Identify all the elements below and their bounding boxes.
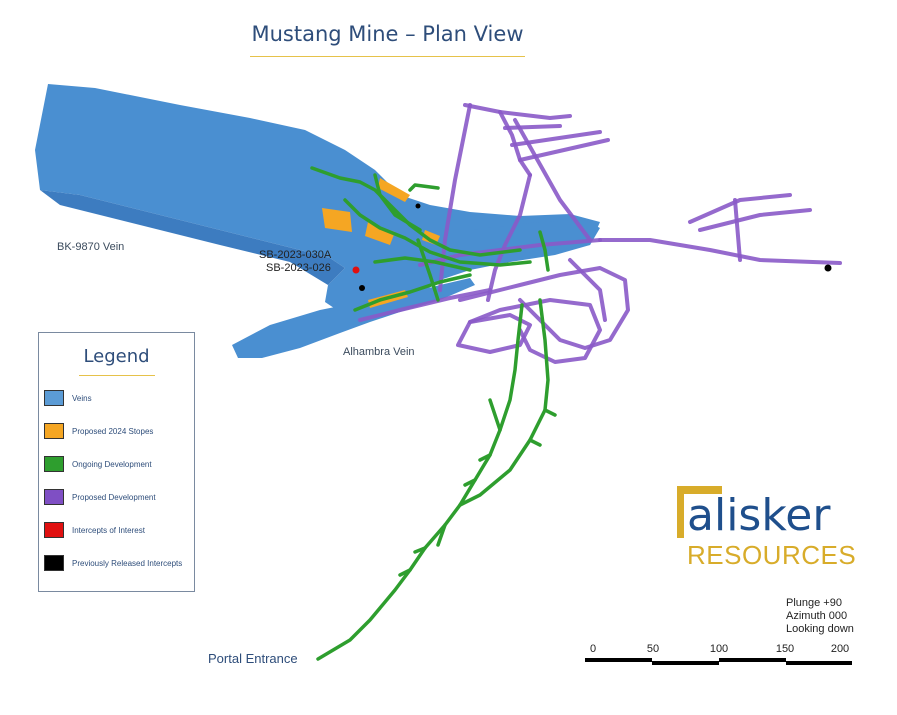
stope-2 [365,222,395,245]
alhambra-vein-label: Alhambra Vein [343,346,415,358]
talisker-logo: alisker RESOURCES [677,486,856,570]
proposed-link-lower [358,288,492,322]
released-intercept-marker-1 [359,285,365,291]
scale-tick-200: 200 [830,643,850,655]
legend-label-ongoing: Ongoing Development [72,459,152,469]
proposed-drift-east-branch2 [698,208,812,232]
alhambra-vein-shape [232,278,475,358]
scale-tick-150: 150 [775,643,795,655]
proposed-drift-east-branch3 [733,198,742,262]
legend-label-stopes: Proposed 2024 Stopes [72,426,154,436]
plunge-text: Plunge +90 [786,597,842,609]
legend-swatch-released [44,555,64,571]
legend-swatch-stopes [44,423,64,439]
mid-crosscut-2 [538,230,550,272]
scale-tick-0: 0 [589,643,597,655]
scale-tick-100: 100 [709,643,729,655]
logo-t-stem [677,486,684,538]
released-intercept-marker-2 [824,264,832,272]
legend-box: Legend Veins Proposed 2024 Stopes Ongoin… [38,332,195,592]
stope-3 [378,178,410,202]
bk-vein-shadow [40,190,345,285]
scale-seg-2 [652,661,719,665]
upper-workings-2 [373,173,422,232]
legend-swatch-proposed [44,489,64,505]
logo-wordmark: alisker [687,490,831,541]
legend-swatch-intercepts [44,522,64,538]
title-underline [250,56,525,57]
legend-label-proposed: Proposed Development [72,492,156,502]
legend-item-released: Previously Released Intercepts [44,554,182,572]
upper-workings-4 [343,198,532,267]
hole-label-030a: SB-2023-030A [259,249,332,261]
scale-seg-1 [585,658,652,662]
legend-item-veins: Veins [44,389,92,407]
scale-seg-3 [719,658,786,662]
ongoing-development-layer [310,166,557,661]
legend-title: Legend [83,346,150,367]
proposed-ramp-spine [486,173,532,302]
portal-entrance-label: Portal Entrance [208,651,298,666]
released-intercept-marker-3 [415,203,421,209]
stope-1 [322,208,352,232]
proposed-drift-diag1 [513,118,592,242]
legend-item-proposed: Proposed Development [44,488,156,506]
legend-underline [79,375,155,376]
orientation-info: Plunge +90 Azimuth 000 Looking down [786,597,854,636]
proposed-drift-ne2 [503,124,562,130]
map-title: Mustang Mine – Plan View [251,22,524,46]
proposed-drift-east-branch1 [688,193,792,224]
legend-swatch-ongoing [44,456,64,472]
intercepts-layer [352,203,832,291]
decline-branch-east [458,298,550,507]
proposed-loop-1 [458,266,630,350]
legend-label-released: Previously Released Intercepts [72,558,183,568]
looking-text: Looking down [786,623,854,635]
scale-bar: 0 50 100 150 200 [585,640,855,670]
scale-tick-50: 50 [646,643,660,655]
mid-crosscut [416,238,440,302]
azimuth-text: Azimuth 000 [786,610,848,622]
proposed-drift-ne1 [498,110,572,120]
proposed-loop-3 [456,313,532,354]
legend-item-stopes: Proposed 2024 Stopes [44,422,153,440]
legend-item-intercepts: Intercepts of Interest [44,521,145,539]
proposed-drift-east [598,238,842,265]
bk-vein-label: BK-9870 Vein [57,241,125,253]
scale-seg-4 [786,661,852,665]
proposed-loop-2 [468,298,602,364]
upper-workings-1 [310,166,522,257]
lower-workings [353,273,472,312]
scale-bar-graphic [585,658,852,665]
upper-workings-3 [408,183,440,192]
decline-spurs [398,398,557,577]
upper-workings-5 [373,256,472,272]
main-decline [316,303,524,661]
proposed-drift-north [463,103,532,177]
logo-t-bar [677,486,722,494]
legend-label-intercepts: Intercepts of Interest [72,525,145,535]
legend-swatch-veins [44,390,64,406]
logo-resources: RESOURCES [687,540,857,570]
proposed-ramp-lower [568,258,607,322]
legend-item-ongoing: Ongoing Development [44,455,152,473]
proposed-development-layer [358,103,842,364]
hole-label-026: SB-2023-026 [266,262,331,274]
legend-label-veins: Veins [72,393,92,403]
intercept-of-interest-marker [352,266,360,274]
